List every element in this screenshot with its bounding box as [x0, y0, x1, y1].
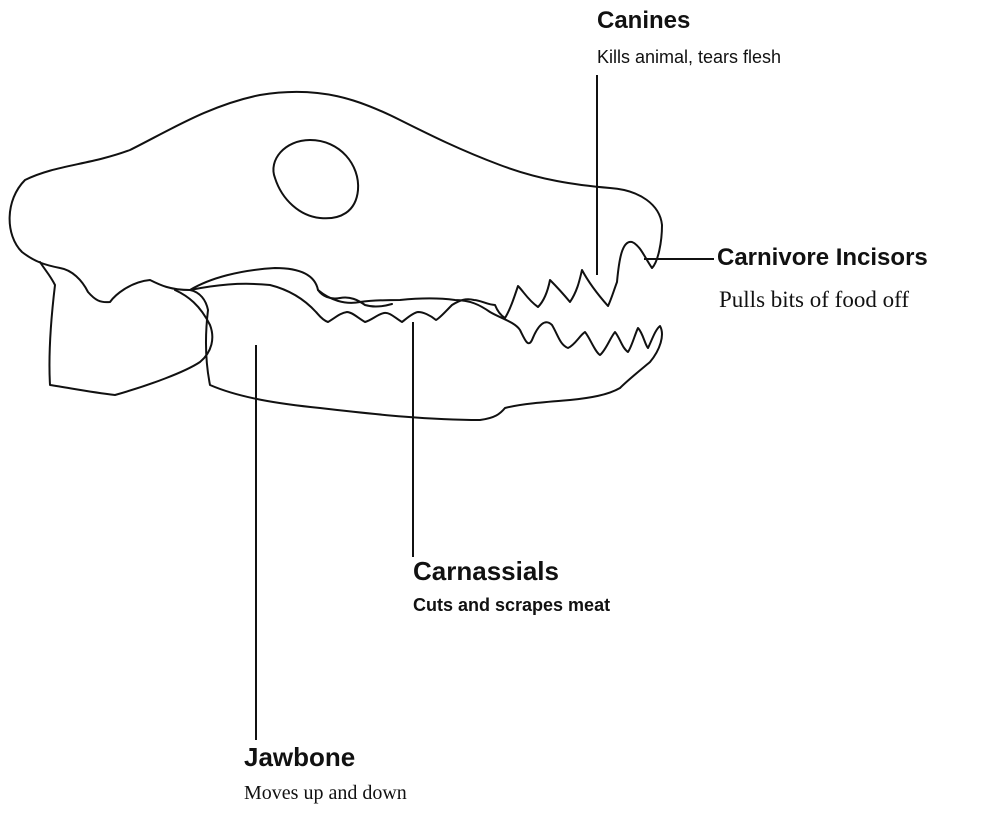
incisors-description: Pulls bits of food off — [719, 288, 909, 311]
jawbone-description: Moves up and down — [244, 783, 407, 803]
carnassial-tooth-outline — [318, 290, 392, 307]
skull-cranium-outline — [10, 92, 662, 322]
canines-title: Canines — [597, 9, 690, 33]
carnassials-title: Carnassials — [413, 558, 559, 584]
canines-description: Kills animal, tears flesh — [597, 48, 781, 66]
incisors-title: Carnivore Incisors — [717, 246, 928, 270]
jawbone-outline — [190, 268, 662, 420]
carnassials-description: Cuts and scrapes meat — [413, 596, 610, 614]
skull-rear-outline — [40, 262, 212, 395]
eye-socket-outline — [273, 140, 358, 218]
jawbone-title: Jawbone — [244, 744, 355, 770]
